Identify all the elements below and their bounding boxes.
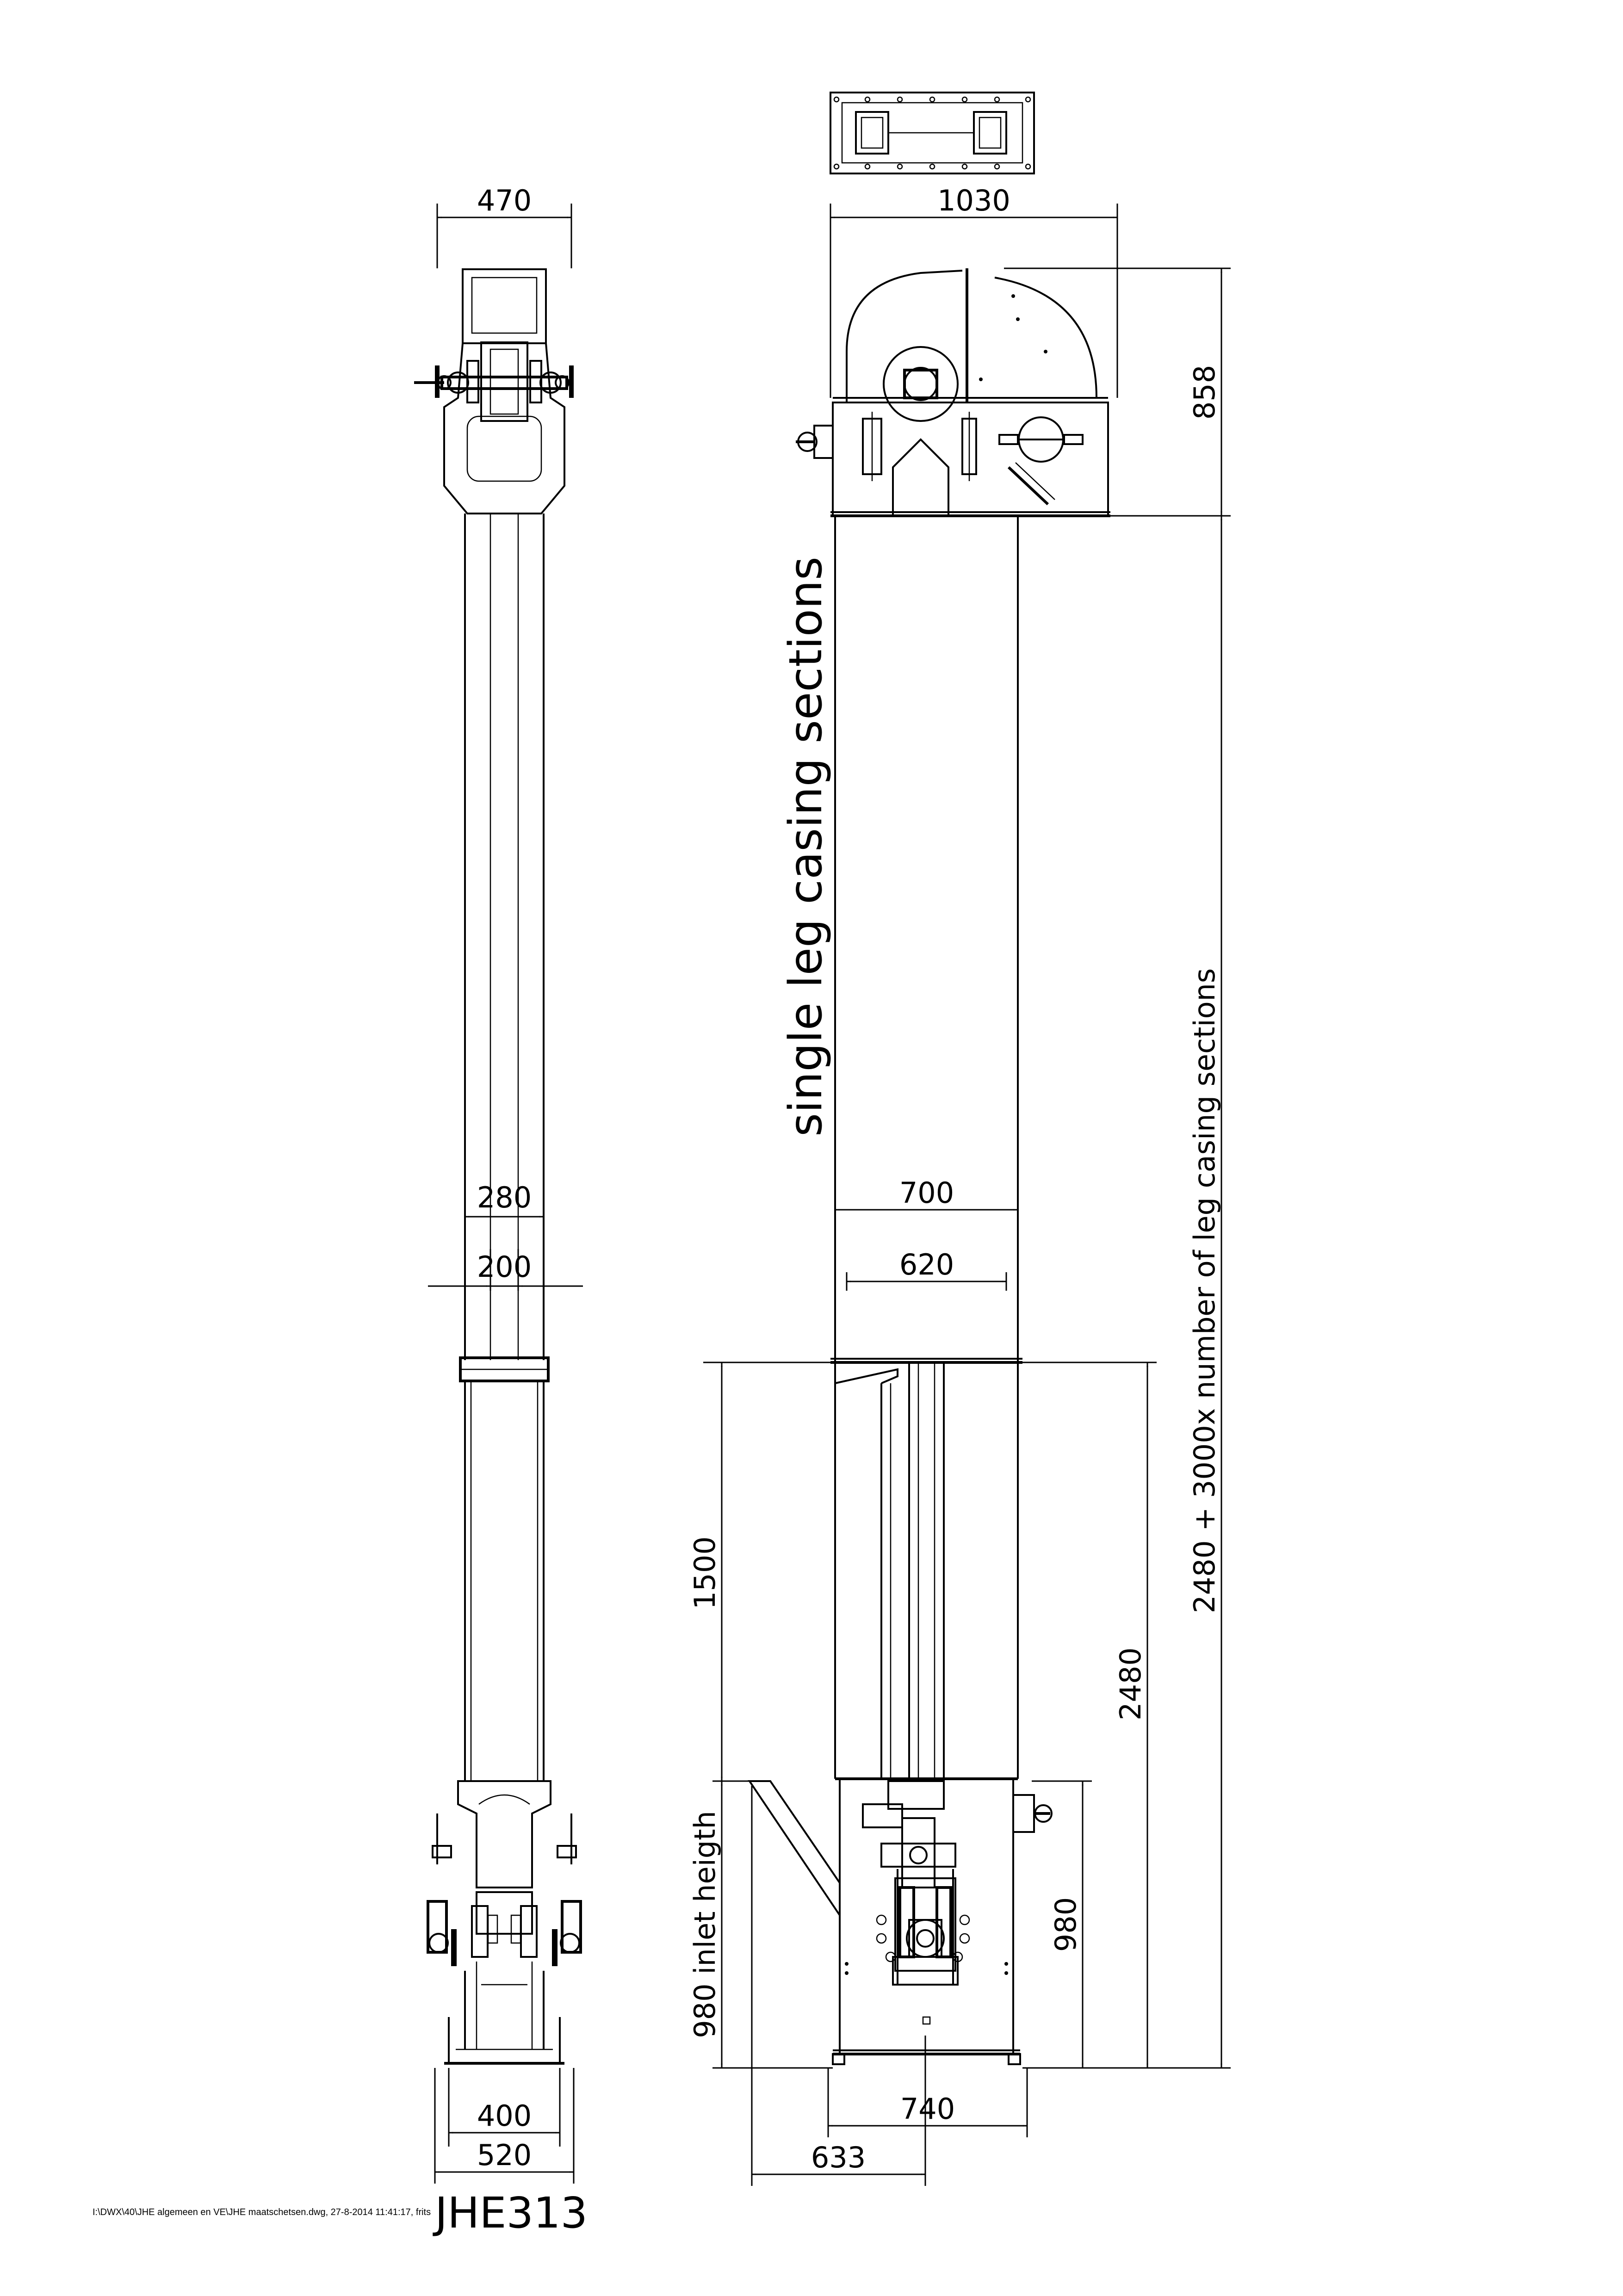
side-dimensions <box>428 204 583 2184</box>
dim-total-height: 2480 + 3000x number of leg casing sectio… <box>1188 968 1221 1614</box>
tension-unit <box>876 1869 970 1986</box>
dim-leg-outer-width: 700 <box>899 1176 954 1210</box>
dim-side-base-outer: 520 <box>477 2138 532 2172</box>
dim-boot-section: 1500 <box>688 1536 722 1609</box>
dim-head-height: 858 <box>1188 365 1221 420</box>
dim-inlet-offset: 633 <box>811 2141 866 2174</box>
front-view <box>703 92 1231 2186</box>
dimension-labels: 470 280 200 400 520 1030 700 620 740 633… <box>477 184 1221 2174</box>
drawing-id: JHE313 <box>433 2188 588 2238</box>
single-leg-label: single leg casing sections <box>780 557 832 1137</box>
front-dimensions <box>703 204 1231 2186</box>
front-head <box>796 268 1110 517</box>
file-caption: I:\DWX\40\JHE algemeen en VE\JHE maatsch… <box>93 2207 431 2217</box>
dim-inlet-height: 980 inlet heigth <box>688 1811 722 2038</box>
side-view <box>414 204 583 2184</box>
side-head <box>414 268 574 514</box>
dim-head-width: 1030 <box>937 184 1010 217</box>
bolt-holes <box>833 96 1031 170</box>
front-leg <box>830 516 1022 1780</box>
dim-leg-outer: 280 <box>477 1181 532 1214</box>
dim-boot-total: 2480 <box>1114 1647 1147 1720</box>
dim-boot-lower: 980 <box>1049 1897 1083 1952</box>
top-plan <box>830 92 1035 174</box>
dim-boot-width: 740 <box>900 2092 955 2126</box>
dim-side-base-inner: 400 <box>477 2099 532 2133</box>
side-boot <box>427 1381 582 2065</box>
dim-side-top-width: 470 <box>477 184 532 217</box>
inspection-hatch <box>998 416 1084 463</box>
dim-leg-inner-width: 620 <box>899 1248 954 1281</box>
front-boot <box>748 1777 1053 2065</box>
dim-leg-inner: 200 <box>477 1250 532 1284</box>
